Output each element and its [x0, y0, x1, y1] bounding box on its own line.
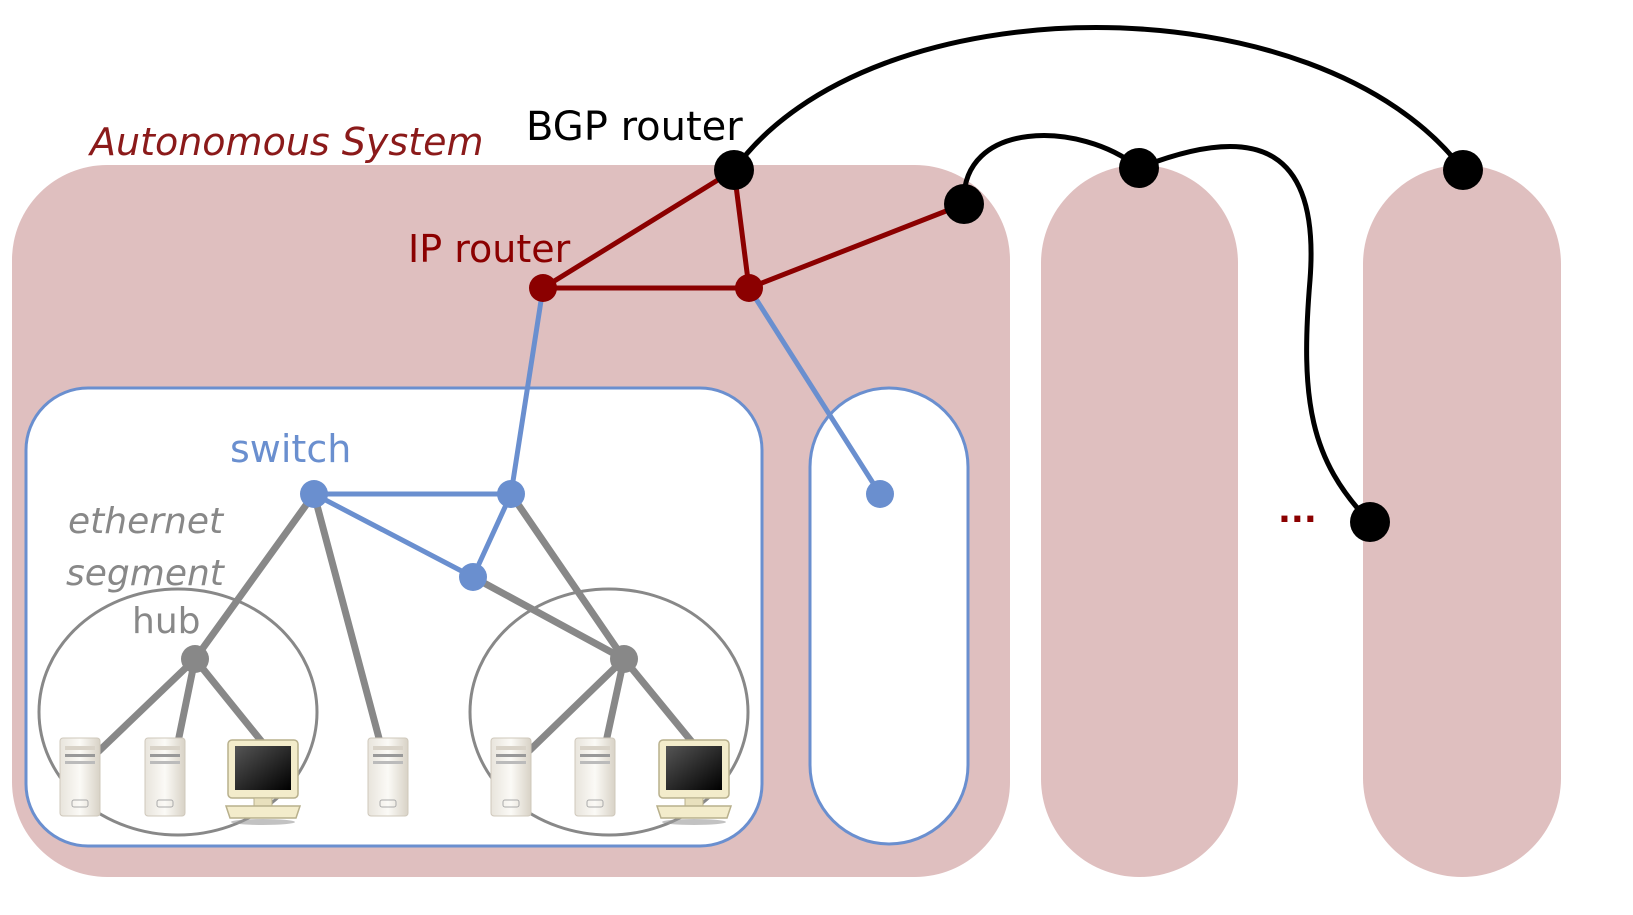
ip-link — [540, 167, 737, 291]
switch-node — [866, 480, 894, 508]
ip-router-label: IP router — [408, 227, 571, 271]
ethernet-link — [191, 655, 266, 746]
hub-node — [610, 645, 638, 673]
server-tower-icon — [59, 737, 101, 817]
switch-node — [459, 563, 487, 591]
bgp-link — [961, 133, 1142, 207]
switch-link — [470, 491, 514, 580]
ethernet-link — [469, 573, 628, 663]
ethernet-link — [174, 655, 199, 746]
bgp-link — [1136, 144, 1373, 525]
ethernet-segment-2 — [468, 587, 750, 837]
server-tower-icon — [490, 737, 532, 817]
bgp-router-label: BGP router — [526, 104, 743, 150]
desktop-monitor-icon — [656, 739, 732, 826]
ellipsis-label: ... — [1278, 491, 1317, 531]
server-tower-icon — [367, 737, 409, 817]
switch-link — [746, 285, 883, 497]
ethernet-link — [310, 490, 384, 746]
switch-node — [300, 480, 328, 508]
switch-node — [497, 480, 525, 508]
lan-region — [24, 386, 764, 848]
ip-router-node — [735, 274, 763, 302]
bgp-link — [731, 25, 1466, 173]
autonomous-system-region-2 — [1041, 165, 1238, 877]
ethernet-link — [94, 655, 199, 756]
lan-region-2 — [808, 386, 970, 846]
ip-link — [746, 201, 967, 291]
autonomous-system-label: Autonomous System — [87, 120, 484, 164]
ethernet-link — [507, 490, 628, 663]
bgp-router-node — [1350, 502, 1390, 542]
ethernet-link — [524, 655, 628, 756]
ip-router-node — [529, 274, 557, 302]
ethernet-link — [191, 490, 318, 663]
bgp-router-node — [944, 184, 984, 224]
server-tower-icon — [574, 737, 616, 817]
bgp-router-node — [1119, 148, 1159, 188]
autonomous-system-region-3 — [1363, 165, 1561, 877]
switch-link — [311, 491, 476, 580]
desktop-monitor-icon — [225, 739, 301, 826]
ethernet-link — [602, 655, 628, 746]
hub-label: hub — [132, 601, 200, 642]
bgp-router-node — [1443, 150, 1483, 190]
ethernet-link — [620, 655, 696, 746]
hub-node — [181, 645, 209, 673]
switch-link — [508, 285, 546, 497]
segment-label: segment — [66, 553, 226, 594]
server-tower-icon — [144, 737, 186, 817]
switch-label: switch — [230, 427, 351, 471]
ethernet-segment — [37, 587, 319, 837]
bgp-router-node — [714, 150, 754, 190]
ethernet-label: ethernet — [68, 501, 225, 542]
